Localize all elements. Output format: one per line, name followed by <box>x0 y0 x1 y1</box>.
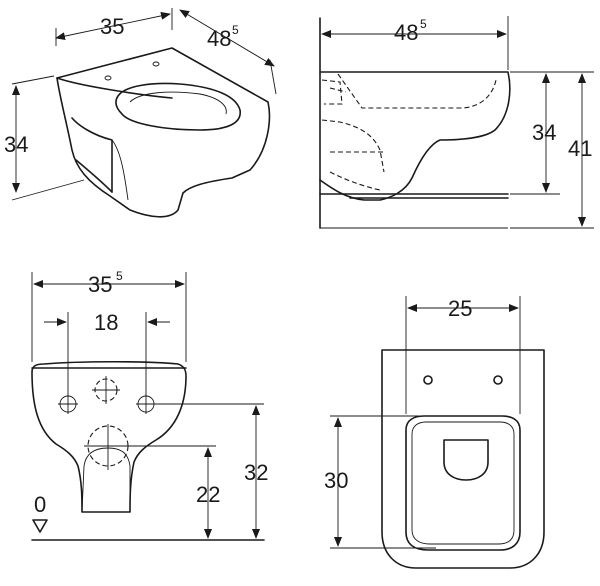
side-depth-sup: 5 <box>420 17 427 31</box>
front-drain-height-label: 22 <box>196 482 220 507</box>
front-bolt-spacing-label: 18 <box>94 310 118 335</box>
perspective-height-label: 34 <box>4 132 28 157</box>
front-view: 0 35 5 18 22 32 <box>31 269 268 541</box>
side-rim-height-label: 34 <box>532 120 556 145</box>
front-width-label: 35 <box>88 272 112 297</box>
side-view: 48 5 34 41 <box>319 16 594 229</box>
top-width-label: 25 <box>448 296 472 321</box>
top-view: 25 30 <box>324 296 545 569</box>
perspective-view: 35 48 5 34 <box>4 8 277 218</box>
side-total-height-label: 41 <box>568 136 592 161</box>
perspective-depth-sup: 5 <box>232 23 239 37</box>
perspective-width-label: 35 <box>100 14 124 39</box>
side-depth-label: 48 <box>394 20 418 45</box>
front-inlet-height-label: 32 <box>244 460 268 485</box>
front-floor-label: 0 <box>34 492 46 517</box>
front-width-sup: 5 <box>116 269 123 283</box>
perspective-depth-label: 48 <box>207 26 231 51</box>
top-seat-length-label: 30 <box>324 468 348 493</box>
